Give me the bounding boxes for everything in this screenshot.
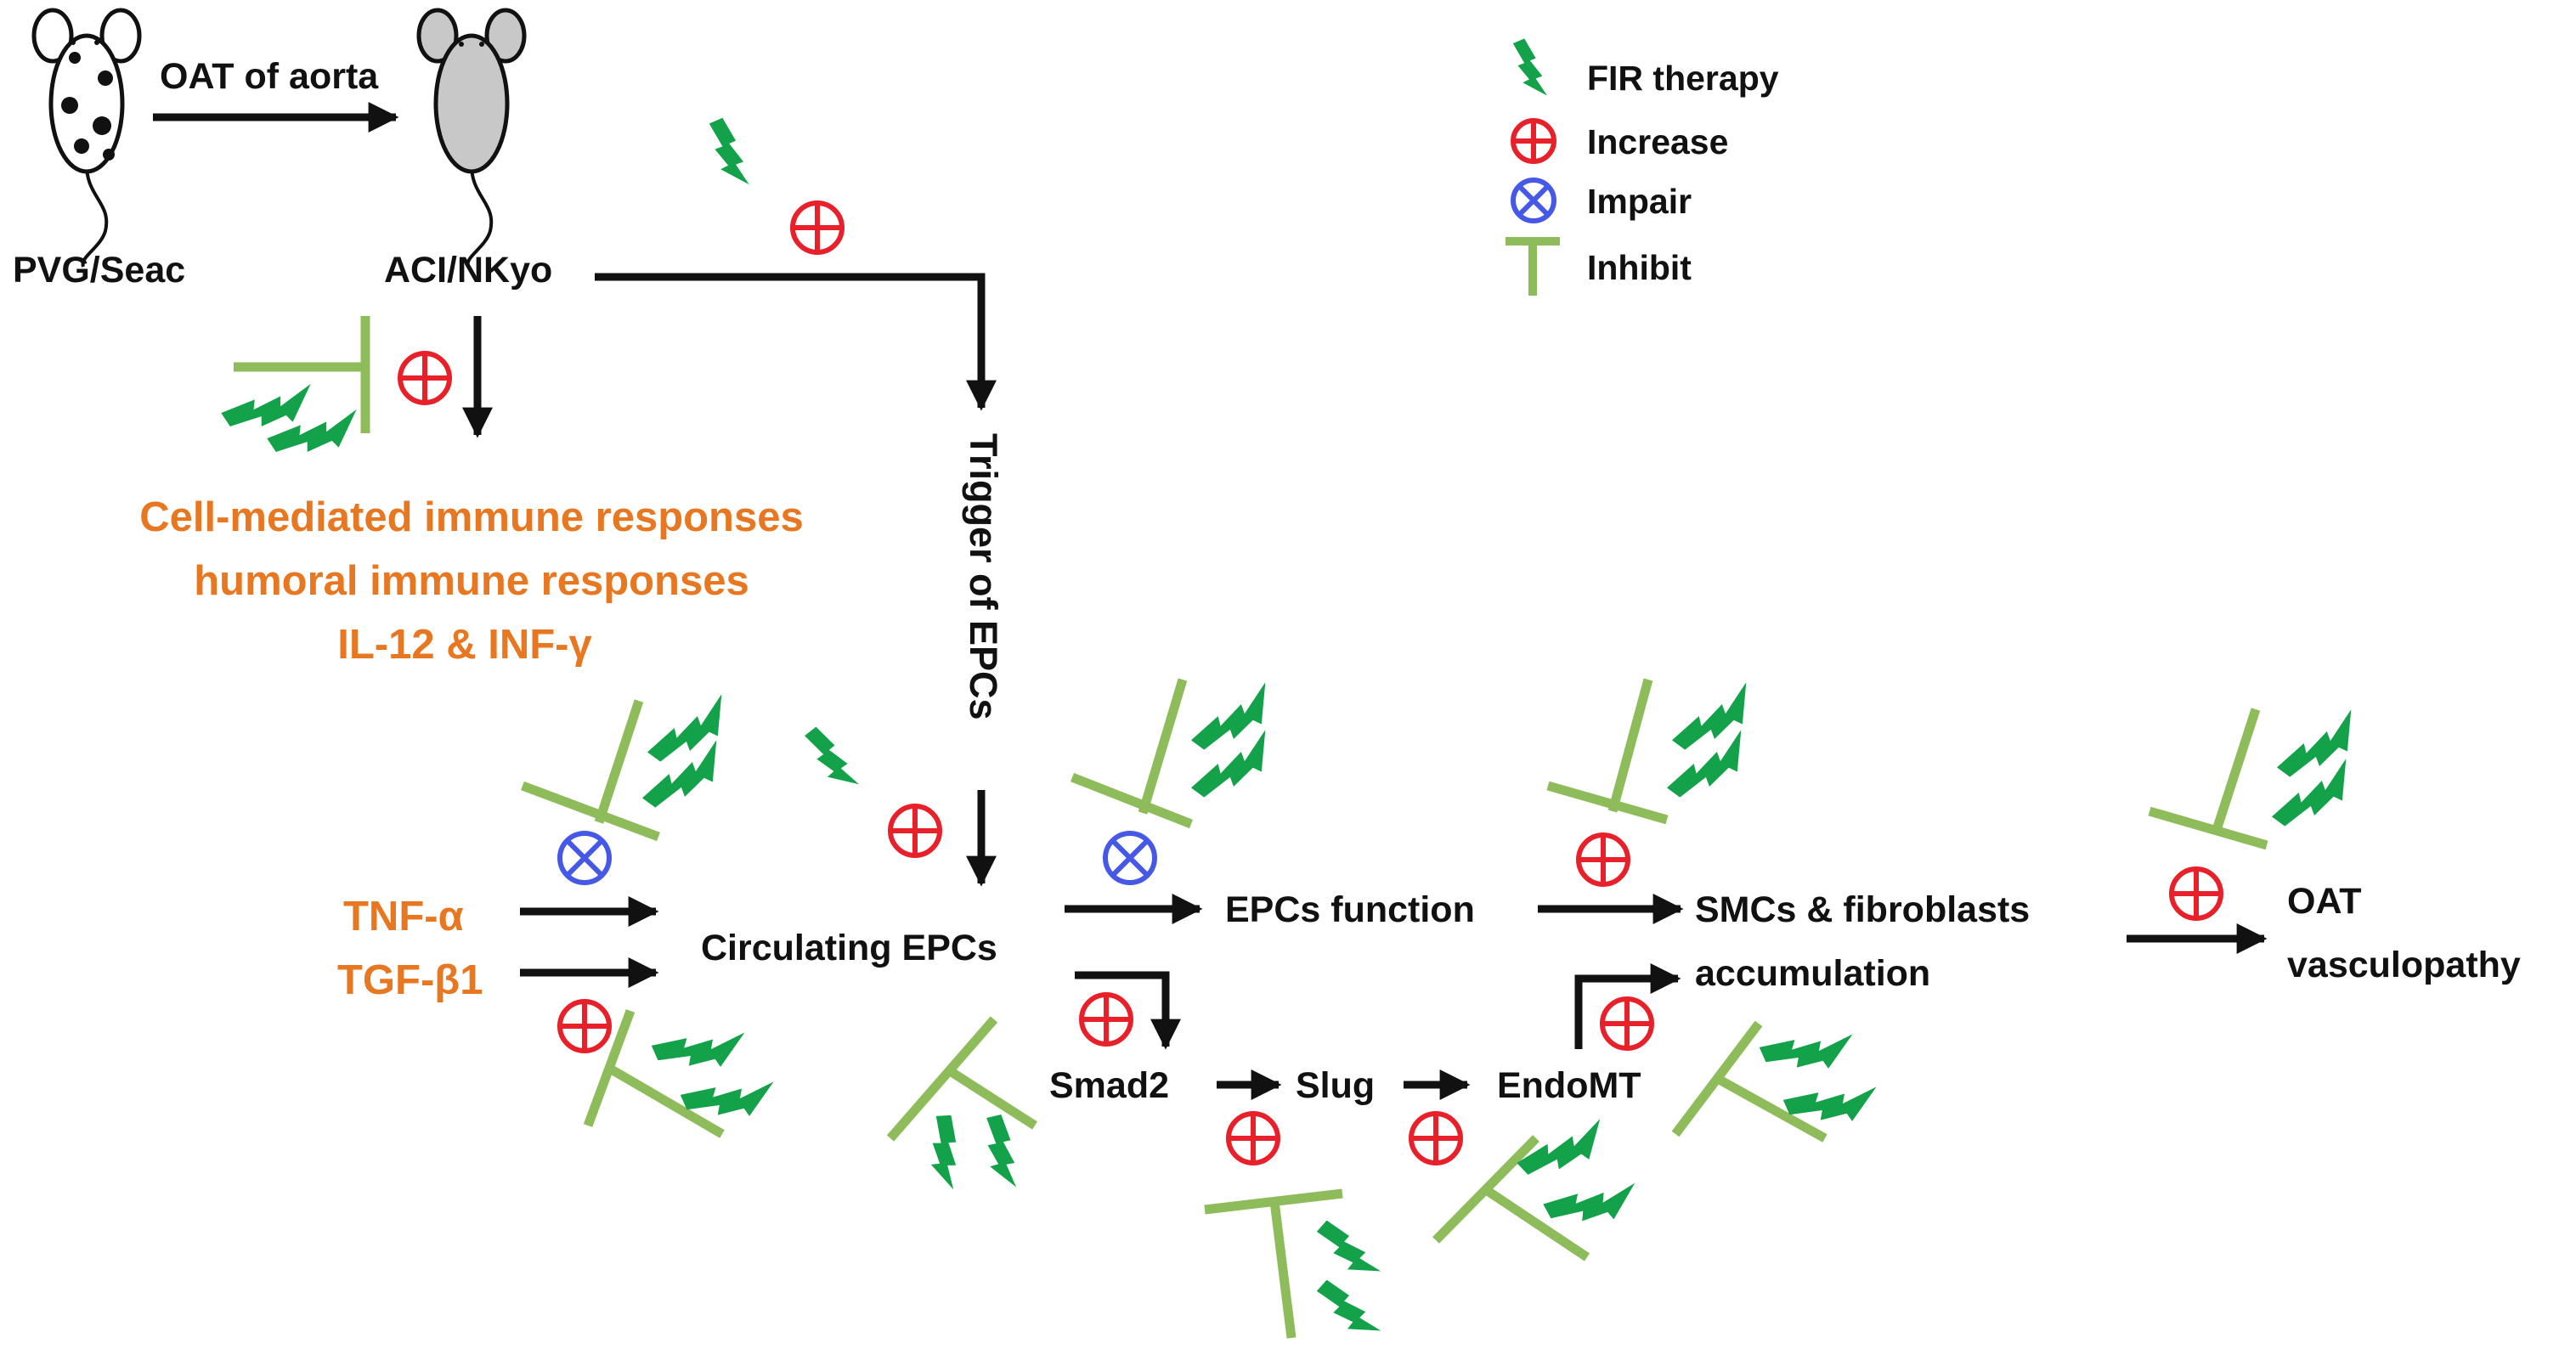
inhibit-icon-smcs-bottom — [1671, 1020, 1827, 1143]
increase-icon-endomt-left — [1409, 1111, 1463, 1165]
fir-icon-smcs-top-1 — [1662, 682, 1761, 753]
donor-label: PVG/Seac — [13, 250, 185, 291]
increase-icon-endomt-right — [1600, 996, 1654, 1051]
fir-icon-tnf-2 — [632, 740, 732, 811]
impair-icon-tnf — [557, 831, 612, 885]
increase-icon-slug — [1226, 1111, 1280, 1165]
fir-icon-immune-1 — [221, 383, 311, 426]
immune-line-3: IL-12 & INF-γ — [337, 622, 592, 668]
legend-inhibit-label: Inhibit — [1587, 248, 1692, 287]
inhibit-icon-endomt — [1432, 1135, 1590, 1261]
legend-inhibit-icon — [1505, 237, 1560, 296]
fir-icon-circulating — [803, 720, 860, 795]
oat-label-line-2: vasculopathy — [2287, 945, 2521, 985]
increase-icon-top — [790, 200, 845, 255]
endomt-label: EndoMT — [1497, 1065, 1641, 1106]
circulating-epcs-label: Circulating EPCs — [701, 928, 997, 968]
recipient-mouse-icon — [416, 8, 527, 268]
trigger-of-epcs-label: Trigger of EPCs — [962, 433, 1005, 720]
fir-icon-slug-2 — [1313, 1267, 1381, 1349]
inhibit-icon-function — [1070, 678, 1194, 829]
legend-increase-label: Increase — [1587, 122, 1728, 161]
immune-line-2: humoral immune responses — [194, 558, 749, 604]
increase-icon-smcs — [1576, 832, 1630, 887]
fir-icon-circulating-down-1 — [914, 1110, 977, 1190]
fir-icon-slug-1 — [1313, 1208, 1381, 1289]
donor-mouse-icon — [31, 8, 142, 268]
increase-icon-circulating — [888, 804, 942, 858]
immune-line-1: Cell-mediated immune responses — [139, 494, 804, 540]
fir-icon-top — [709, 117, 749, 185]
circulating-to-smad2-arrow — [1075, 971, 1181, 1050]
tnf-alpha-label: TNF-α — [343, 894, 464, 940]
increase-icon-oat — [2169, 866, 2223, 921]
fir-icon-smcs-bottom-1 — [1757, 1019, 1853, 1076]
legend-fir-label: FIR therapy — [1587, 59, 1779, 98]
trigger-connector — [595, 273, 997, 411]
slug-label: Slug — [1296, 1065, 1375, 1106]
recipient-label: ACI/NKyo — [384, 250, 552, 291]
legend-impair-icon — [1511, 178, 1556, 223]
smad2-label: Smad2 — [1049, 1065, 1169, 1106]
inhibit-icon-oat — [2148, 708, 2268, 850]
inhibit-icon-tgf — [583, 1009, 725, 1138]
endomt-to-smcs-arrow — [1574, 963, 1681, 1049]
fir-icon-tnf-1 — [637, 694, 737, 765]
smcs-label-line-2: accumulation — [1695, 953, 1930, 994]
epcs-function-label: EPCs function — [1225, 889, 1475, 930]
inhibit-icon-smcs-top — [1546, 678, 1669, 825]
impair-icon-function — [1103, 831, 1157, 885]
fir-icon-smcs-top-2 — [1657, 730, 1756, 801]
legend-fir-icon — [1512, 38, 1548, 96]
oat-of-aorta-label: OAT of aorta — [160, 56, 379, 97]
inhibit-icon-slug — [1204, 1188, 1343, 1339]
fir-icon-function-1 — [1181, 682, 1280, 753]
fir-icon-oat-1 — [2267, 709, 2366, 781]
increase-icon-immune — [398, 351, 452, 405]
inhibit-icon-tnf — [521, 699, 660, 842]
fir-icon-endomt-2 — [1541, 1175, 1635, 1226]
fir-icon-tgf-1 — [649, 1017, 745, 1075]
legend-impair-label: Impair — [1587, 182, 1692, 221]
increase-icon-smad2 — [1079, 992, 1133, 1047]
inhibit-icon-circulating — [886, 1016, 1037, 1142]
fir-icon-oat-2 — [2262, 759, 2361, 830]
smcs-label-line-1: SMCs & fibroblasts — [1695, 889, 2030, 930]
oat-label-line-1: OAT — [2287, 881, 2362, 922]
increase-icon-tgf — [557, 999, 612, 1053]
inhibit-icon-immune — [234, 316, 370, 433]
legend-increase-icon — [1511, 118, 1556, 164]
fir-icon-circulating-down-2 — [975, 1112, 1029, 1188]
tgf-beta1-label: TGF-β1 — [337, 957, 483, 1003]
